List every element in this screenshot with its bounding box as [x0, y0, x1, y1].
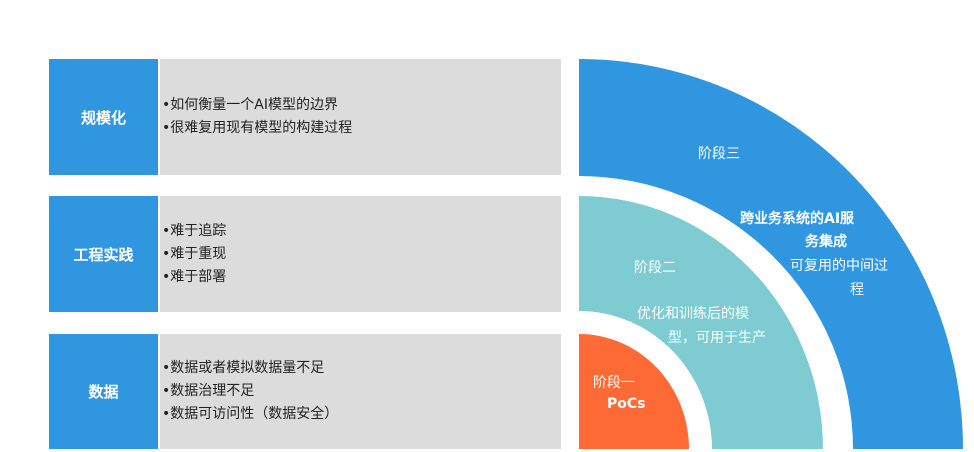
stage3-arc — [579, 59, 963, 449]
stage3-title: 阶段三 — [698, 146, 740, 162]
challenge-item: 难于部署 — [162, 266, 561, 289]
challenge-label: 数据 — [49, 334, 158, 449]
stage1-arc — [579, 334, 689, 449]
stage3-desc: 程 — [850, 282, 864, 298]
challenge-items: 数据或者模拟数据量不足 数据治理不足 数据可访问性（数据安全） — [160, 334, 561, 449]
challenge-row-data: 数据 数据或者模拟数据量不足 数据治理不足 数据可访问性（数据安全） — [49, 334, 561, 449]
stage2-desc: 型，可用于生产 — [668, 330, 766, 346]
challenge-row-scale: 规模化 如何衡量一个AI模型的边界 很难复用现有模型的构建过程 — [49, 59, 561, 175]
challenge-item: 数据可访问性（数据安全） — [162, 403, 561, 426]
stage2-title: 阶段二 — [634, 260, 676, 276]
challenge-item: 数据治理不足 — [162, 380, 561, 403]
challenge-item: 难于追踪 — [162, 220, 561, 243]
stage3-desc: 跨业务系统的AI服 — [740, 211, 855, 227]
stage3-desc: 可复用的中间过 — [790, 258, 888, 274]
stage2-desc: 优化和训练后的模 — [637, 306, 749, 322]
stage3-desc: 务集成 — [805, 234, 847, 250]
challenge-item: 数据或者模拟数据量不足 — [162, 357, 561, 380]
stage1-desc: PoCs — [607, 396, 646, 412]
challenge-label: 规模化 — [49, 59, 158, 175]
challenge-label: 工程实践 — [49, 196, 158, 312]
challenge-item: 很难复用现有模型的构建过程 — [162, 117, 561, 140]
stage1-title: 阶段一 — [593, 375, 635, 391]
stage2-arc — [579, 196, 823, 449]
challenge-items: 如何衡量一个AI模型的边界 很难复用现有模型的构建过程 — [160, 59, 561, 175]
challenge-items: 难于追踪 难于重现 难于部署 — [160, 196, 561, 312]
challenge-item: 如何衡量一个AI模型的边界 — [162, 94, 561, 117]
challenge-item: 难于重现 — [162, 243, 561, 266]
challenge-row-engineering: 工程实践 难于追踪 难于重现 难于部署 — [49, 196, 561, 312]
